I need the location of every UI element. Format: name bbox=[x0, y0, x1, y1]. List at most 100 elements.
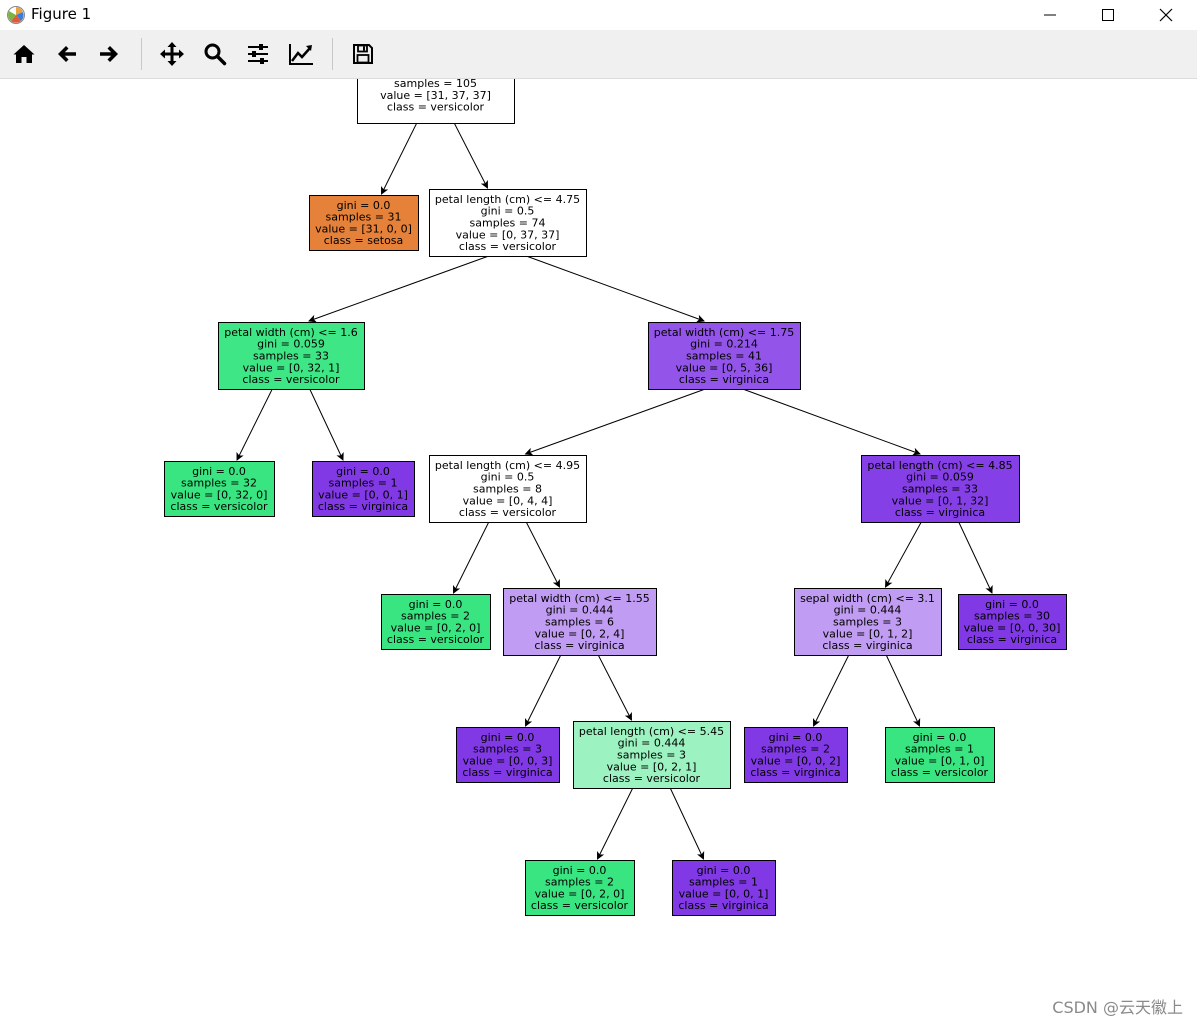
tree-node-line: gini = 0.0 bbox=[409, 598, 463, 611]
tree-node-line: petal width (cm) <= 1.75 bbox=[654, 326, 794, 339]
tree-node-box bbox=[794, 588, 942, 656]
tree-node-line: samples = 3 bbox=[617, 749, 686, 762]
maximize-icon bbox=[1102, 9, 1114, 21]
tree-node-line: gini = 0.0 bbox=[913, 731, 967, 744]
pan-button[interactable] bbox=[155, 37, 189, 71]
minimize-button[interactable] bbox=[1027, 0, 1073, 30]
tree-node-box bbox=[164, 461, 275, 517]
tree-node-box bbox=[429, 189, 587, 257]
tree-node-line: gini = 0.059 bbox=[257, 338, 325, 351]
tree-node-line: class = versicolor bbox=[387, 633, 485, 646]
tree-node-line: value = [0, 0, 3] bbox=[463, 754, 553, 767]
back-button[interactable] bbox=[50, 37, 84, 71]
tree-edge bbox=[885, 654, 921, 727]
tree-node-line: samples = 30 bbox=[974, 610, 1050, 623]
tree-edge bbox=[236, 388, 273, 461]
tree-node-box bbox=[381, 594, 491, 650]
forward-button[interactable] bbox=[92, 37, 126, 71]
tree-node-line: samples = 74 bbox=[470, 217, 546, 230]
edit-axis-button[interactable] bbox=[284, 37, 318, 71]
configure-subplots-button[interactable] bbox=[241, 37, 275, 71]
tree-node-line: value = [0, 0, 2] bbox=[751, 754, 841, 767]
tree-node-line: value = [0, 0, 30] bbox=[964, 621, 1061, 634]
tree-node-line: samples = 33 bbox=[253, 350, 329, 363]
zoom-button[interactable] bbox=[198, 37, 232, 71]
tree-node-line: value = [0, 5, 36] bbox=[676, 361, 773, 374]
tree-node-line: gini = 0.0 bbox=[553, 864, 607, 877]
tree-node-box bbox=[648, 322, 801, 390]
tree-node-line: class = versicolor bbox=[170, 500, 268, 513]
tree-node-line: class = virginica bbox=[462, 766, 552, 779]
tree-node-line: value = [0, 32, 1] bbox=[243, 361, 340, 374]
close-button[interactable] bbox=[1143, 0, 1189, 30]
tree-node-line: value = [0, 1, 32] bbox=[892, 494, 989, 507]
tree-node-line: petal length (cm) <= 4.85 bbox=[867, 459, 1012, 472]
tree-edge bbox=[308, 255, 489, 323]
tree-node-line: gini = 0.0 bbox=[697, 864, 751, 877]
tree-node-line: gini = 0.444 bbox=[618, 737, 686, 750]
tree-node-box bbox=[885, 727, 995, 783]
window-titlebar[interactable]: Figure 1 bbox=[0, 0, 1197, 30]
tree-edge bbox=[742, 388, 921, 456]
tree-node-line: gini = 0.0 bbox=[336, 465, 390, 478]
chart-line-icon bbox=[289, 44, 313, 65]
tree-node-line: samples = 105 bbox=[394, 77, 477, 90]
tree-node-line: class = virginica bbox=[750, 766, 840, 779]
tree-node-line: gini = 0.5 bbox=[481, 471, 535, 484]
tree-node-line: samples = 2 bbox=[761, 743, 830, 756]
tree-edge bbox=[958, 521, 993, 594]
tree-edge bbox=[453, 521, 490, 594]
home-button[interactable] bbox=[7, 37, 41, 71]
close-icon bbox=[1159, 8, 1173, 22]
tree-node-line: samples = 33 bbox=[902, 483, 978, 496]
tree-node-line: samples = 32 bbox=[181, 477, 257, 490]
tree-node-line: petal length (cm) <= 5.45 bbox=[579, 725, 724, 738]
tree-node-line: gini = 0.0 bbox=[985, 598, 1039, 611]
tree-node-line: class = virginica bbox=[534, 639, 624, 652]
toolbar-separator bbox=[332, 38, 333, 70]
tree-node-line: value = [0, 1, 2] bbox=[823, 627, 913, 640]
tree-node-line: samples = 2 bbox=[545, 876, 614, 889]
tree-node-line: class = virginica bbox=[678, 899, 768, 912]
tree-node-line: class = versicolor bbox=[531, 899, 629, 912]
tree-node-line: class = virginica bbox=[895, 506, 985, 519]
tree-node-box bbox=[456, 727, 560, 783]
maximize-button[interactable] bbox=[1085, 0, 1131, 30]
tree-node-line: petal length (cm) <= 4.95 bbox=[435, 459, 580, 472]
tree-node-box bbox=[861, 455, 1020, 523]
arrow-right-icon bbox=[100, 46, 118, 62]
tree-node-line: value = [0, 2, 4] bbox=[535, 627, 625, 640]
tree-node-line: gini = 0.0 bbox=[192, 465, 246, 478]
tree-node-line: class = versicolor bbox=[459, 240, 557, 253]
tree-node-line: samples = 6 bbox=[545, 616, 614, 629]
tree-edge bbox=[885, 521, 922, 588]
tree-edge bbox=[525, 521, 560, 588]
tree-node-line: value = [31, 0, 0] bbox=[315, 222, 412, 235]
tree-node-line: samples = 41 bbox=[686, 350, 762, 363]
save-button[interactable] bbox=[346, 37, 380, 71]
tree-node-box bbox=[958, 594, 1067, 650]
tree-node-line: class = virginica bbox=[822, 639, 912, 652]
tree-node-line: class = setosa bbox=[324, 234, 404, 247]
tree-node-line: class = versicolor bbox=[459, 506, 557, 519]
tree-edge bbox=[381, 122, 418, 195]
tree-node-box bbox=[672, 860, 776, 916]
tree-node-line: gini = 0.214 bbox=[690, 338, 758, 351]
arrow-left-icon bbox=[58, 46, 76, 62]
tree-edge bbox=[669, 787, 705, 860]
minimize-icon bbox=[1044, 14, 1056, 16]
